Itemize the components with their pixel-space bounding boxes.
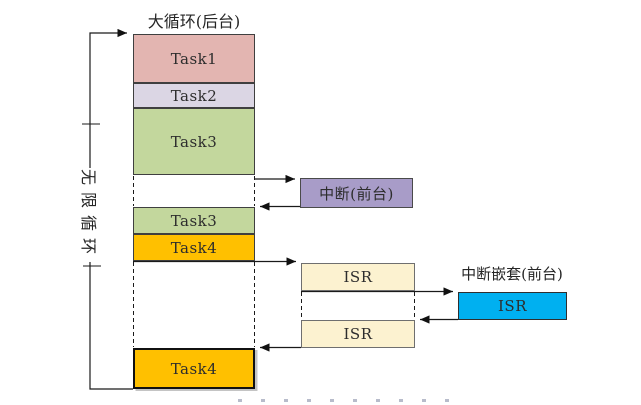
task-box-task4-second: Task4 <box>133 348 255 389</box>
isr-box-first: ISR <box>301 263 415 291</box>
interrupt-foreground-box: 中断(前台) <box>300 178 413 208</box>
task-box-task4-first: Task4 <box>133 234 255 261</box>
nested-isr-box: ISR <box>458 292 567 320</box>
task-box-task2: Task2 <box>133 83 255 108</box>
background-loop-title: 大循环(后台) <box>147 12 241 31</box>
task-box-task3-first: Task3 <box>133 108 255 175</box>
task-box-task1: Task1 <box>133 34 255 83</box>
infinite-loop-label: 无限循环 <box>75 167 105 263</box>
isr-box-second: ISR <box>301 320 415 348</box>
nested-interrupt-title: 中断嵌套(前台) <box>461 265 563 283</box>
cropped-caption-fragment <box>238 399 455 402</box>
task-box-task3-second: Task3 <box>133 207 255 234</box>
